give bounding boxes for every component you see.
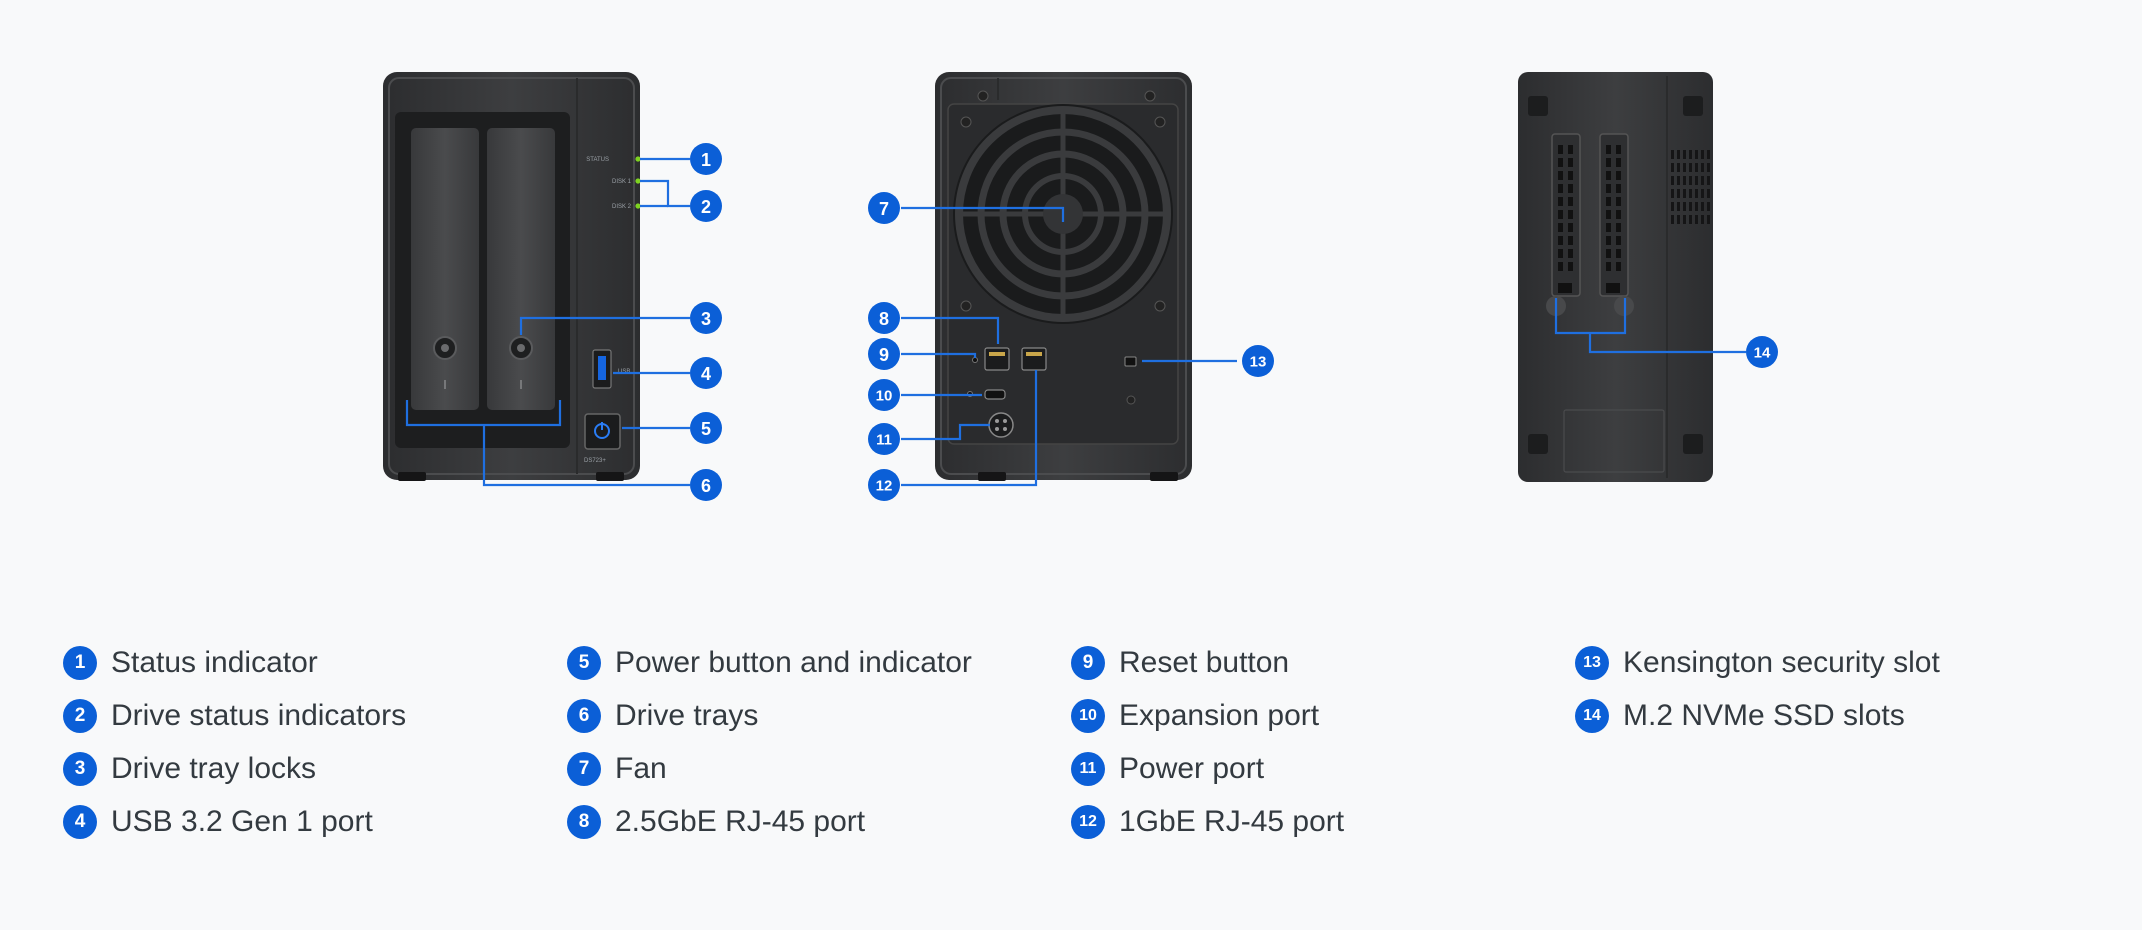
callout-4: 4 <box>690 357 722 389</box>
svg-text:8: 8 <box>879 309 889 329</box>
svg-text:6: 6 <box>701 476 711 496</box>
legend-label: Drive trays <box>615 699 759 732</box>
power-port[interactable] <box>988 412 1014 438</box>
legend-badge: 7 <box>567 752 601 786</box>
legend-label: Drive tray locks <box>111 752 317 785</box>
legend-badge: 9 <box>1071 646 1105 680</box>
legend-label: Power port <box>1119 752 1265 785</box>
legend-label: Drive status indicators <box>111 699 407 732</box>
legend-badge: 10 <box>1071 699 1105 733</box>
legend-item-13: 13 Kensington security slot <box>1575 643 1940 683</box>
callout-6: 6 <box>690 469 722 501</box>
kensington-slot <box>1124 356 1137 367</box>
legend-label: M.2 NVMe SSD slots <box>1623 699 1905 732</box>
model-label: DS723+ <box>584 458 606 464</box>
legend-item-12: 12 1GbE RJ-45 port <box>1071 802 1344 842</box>
legend-item-4: 4 USB 3.2 Gen 1 port <box>63 802 373 842</box>
disk2-led <box>635 203 641 209</box>
legend-item-7: 7 Fan <box>567 749 667 789</box>
reset-hole[interactable] <box>972 357 978 363</box>
legend-label: 1GbE RJ-45 port <box>1119 805 1345 838</box>
callout-3: 3 <box>690 302 722 334</box>
front-view: STATUS DISK 1 DISK 2 USB DS723+ <box>383 72 641 481</box>
legend-item-8: 8 2.5GbE RJ-45 port <box>567 802 865 842</box>
callout-7: 7 <box>868 192 900 224</box>
callout-1: 1 <box>690 143 722 175</box>
legend-item-14: 14 M.2 NVMe SSD slots <box>1575 696 1905 736</box>
legend-label: Fan <box>615 752 667 785</box>
status-led <box>635 156 641 162</box>
svg-text:4: 4 <box>701 364 711 384</box>
callout-10: 10 <box>868 379 900 411</box>
legend-item-6: 6 Drive trays <box>567 696 758 736</box>
drive-tray-1[interactable] <box>411 128 479 410</box>
m2-slot-cover-2[interactable] <box>1599 133 1629 297</box>
callout-8: 8 <box>868 302 900 334</box>
callout-9: 9 <box>868 338 900 370</box>
tray-lock-2[interactable] <box>509 336 533 360</box>
legend-badge: 2 <box>63 699 97 733</box>
tray-lock-1[interactable] <box>433 336 457 360</box>
m2-slot-cover-1[interactable] <box>1551 133 1581 297</box>
svg-text:9: 9 <box>879 345 889 365</box>
side-vents <box>1671 150 1710 224</box>
legend-item-5: 5 Power button and indicator <box>567 643 972 683</box>
svg-text:13: 13 <box>1250 354 1267 371</box>
legend-badge: 3 <box>63 752 97 786</box>
svg-text:3: 3 <box>701 309 711 329</box>
legend-label: Power button and indicator <box>615 646 972 679</box>
legend-item-1: 1 Status indicator <box>63 643 318 683</box>
device-diagram: STATUS DISK 1 DISK 2 USB DS723+ <box>383 72 1778 501</box>
bottom-view <box>1518 72 1713 482</box>
legend-item-11: 11 Power port <box>1071 749 1264 789</box>
callout-12: 12 <box>868 469 900 501</box>
svg-text:11: 11 <box>876 432 892 449</box>
legend-badge: 13 <box>1575 646 1609 680</box>
legend-item-10: 10 Expansion port <box>1071 696 1319 736</box>
legend-label: USB 3.2 Gen 1 port <box>111 805 373 838</box>
svg-text:1: 1 <box>701 150 711 170</box>
disk1-led <box>635 178 641 184</box>
legend-label: Kensington security slot <box>1623 646 1940 679</box>
callout-badges: 1 2 3 4 5 6 7 8 9 10 11 12 13 14 <box>690 143 1778 501</box>
callout-5: 5 <box>690 412 722 444</box>
leader-lines <box>405 157 1746 487</box>
callout-2: 2 <box>690 190 722 222</box>
legend-label: 2.5GbE RJ-45 port <box>615 805 866 838</box>
legend-label: Expansion port <box>1119 699 1320 732</box>
disk1-led-label: DISK 1 <box>612 179 632 185</box>
legend-label: Status indicator <box>111 646 318 679</box>
svg-text:12: 12 <box>876 478 893 495</box>
callout-11: 11 <box>868 423 900 455</box>
svg-text:5: 5 <box>701 419 711 439</box>
disk2-led-label: DISK 2 <box>612 204 632 210</box>
legend-badge: 1 <box>63 646 97 680</box>
m2-vents <box>1558 145 1621 271</box>
power-button[interactable] <box>584 413 621 450</box>
svg-text:10: 10 <box>876 388 893 405</box>
callout-14: 14 <box>1746 336 1778 368</box>
legend-item-3: 3 Drive tray locks <box>63 749 316 789</box>
drive-tray-2[interactable] <box>487 128 555 410</box>
legend-badge: 8 <box>567 805 601 839</box>
legend-badge: 6 <box>567 699 601 733</box>
svg-text:2: 2 <box>701 197 711 217</box>
rj45-2-5gbe-port[interactable] <box>984 347 1010 371</box>
legend-badge: 4 <box>63 805 97 839</box>
legend-badge: 5 <box>567 646 601 680</box>
back-view <box>935 72 1192 481</box>
legend-badge: 12 <box>1071 805 1105 839</box>
rj45-1gbe-port[interactable] <box>1021 347 1047 371</box>
legend-label: Reset button <box>1119 646 1290 679</box>
svg-text:7: 7 <box>879 199 889 219</box>
callout-13: 13 <box>1242 345 1274 377</box>
svg-text:14: 14 <box>1754 345 1771 362</box>
legend-item-9: 9 Reset button <box>1071 643 1289 683</box>
legend-badge: 14 <box>1575 699 1609 733</box>
status-led-label: STATUS <box>586 157 609 163</box>
expansion-port[interactable] <box>984 389 1006 400</box>
legend-item-2: 2 Drive status indicators <box>63 696 406 736</box>
legend-badge: 11 <box>1071 752 1105 786</box>
